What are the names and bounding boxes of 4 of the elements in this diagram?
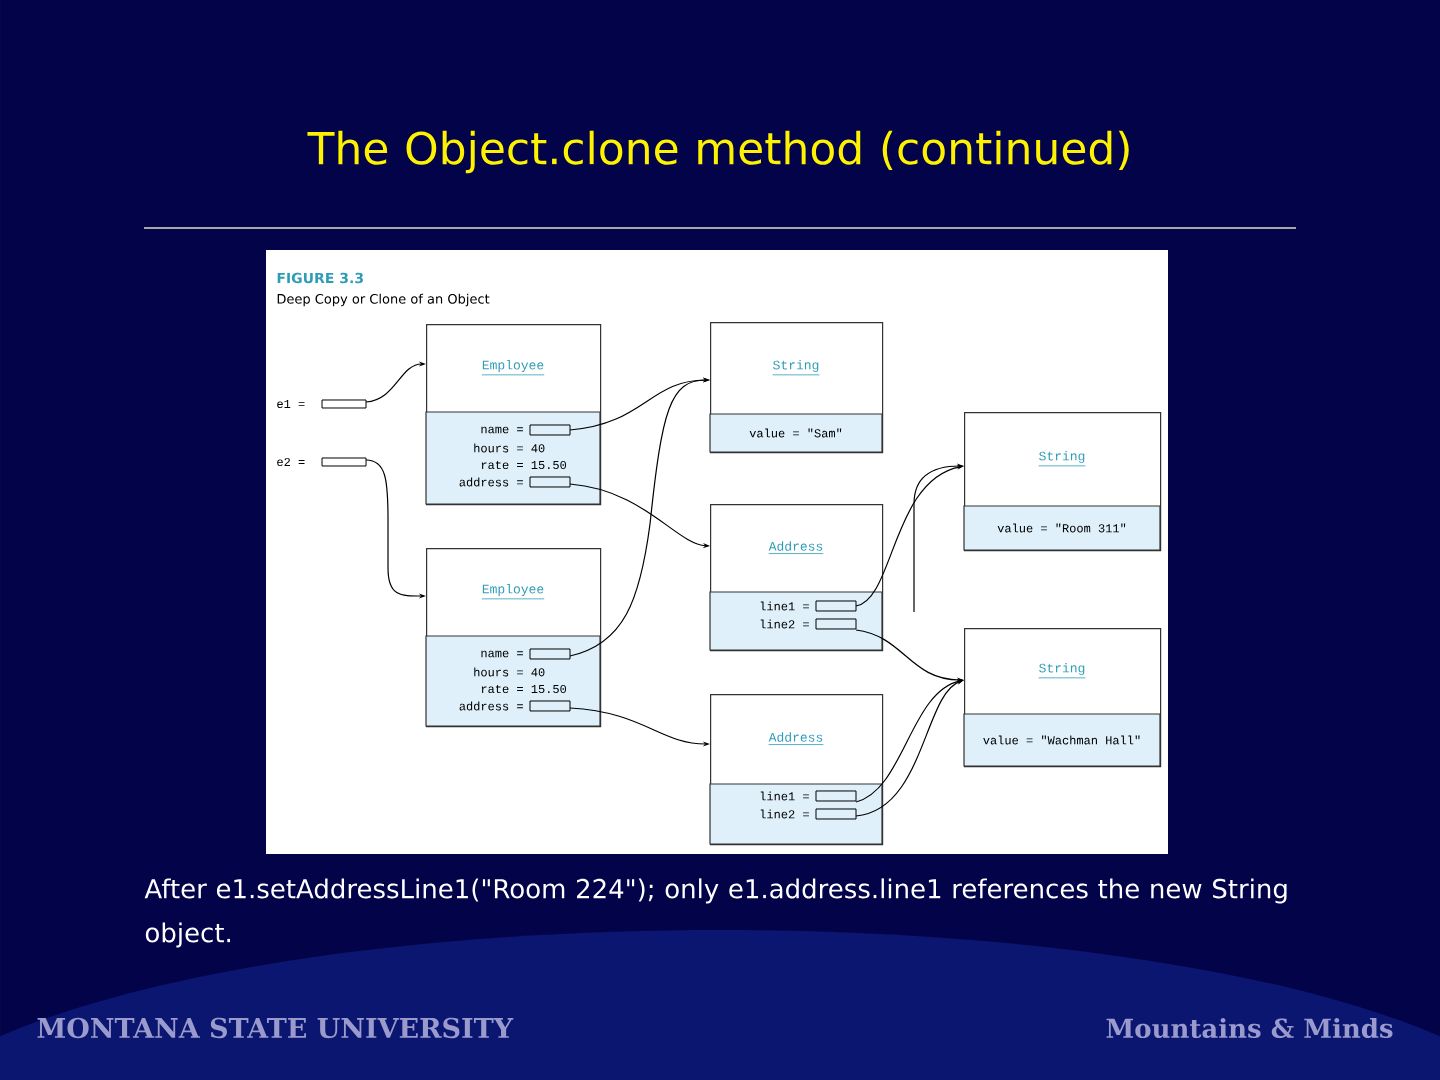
slide-title: The Object.clone method (continued)	[307, 130, 1129, 174]
university-name: MONTANA STATE UNIVERSITY	[37, 1017, 514, 1039]
slogan: Mountains & Minds	[1106, 1017, 1393, 1039]
caption: After e1.setAddressLine1("Room 224"); only e1.address.line1 references the new String object.	[144, 878, 1287, 948]
